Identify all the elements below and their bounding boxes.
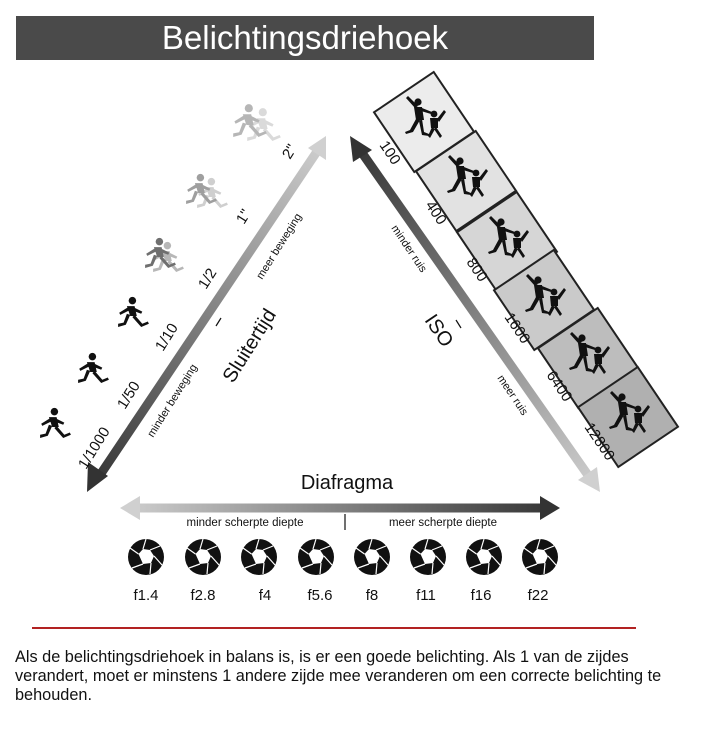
iso-axis-label: ISO — [420, 310, 458, 351]
iso-arrow — [350, 136, 600, 492]
f-stop-label: f2.8 — [190, 587, 215, 604]
aperture-icon — [353, 538, 391, 576]
f-stop-label: f16 — [471, 587, 492, 604]
aperture-icon — [297, 538, 335, 576]
iso-low-label: minder ruis — [389, 223, 430, 275]
aperture-low-label: minder scherpte diepte — [187, 517, 304, 529]
aperture-icon — [465, 538, 503, 576]
aperture-icons — [127, 538, 559, 576]
aperture-arrow — [120, 496, 560, 520]
walking-person-icon — [118, 296, 149, 327]
walking-person-icon — [78, 352, 109, 383]
aperture-icon — [184, 538, 222, 576]
f-stop-label: f4 — [259, 587, 272, 604]
f-stop-label: f5.6 — [307, 587, 332, 604]
f-stop-label: f22 — [528, 587, 549, 604]
shutter-speed-label: 1/50 — [114, 378, 144, 412]
title-banner: Belichtingsdriehoek — [16, 16, 594, 60]
divider-line — [32, 627, 636, 629]
page-title: Belichtingsdriehoek — [161, 19, 449, 56]
aperture-icon — [127, 538, 165, 576]
aperture-icon — [409, 538, 447, 576]
shutter-speed-label: 1/10 — [152, 320, 182, 354]
shutter-axis-label: Sluitertijd — [219, 305, 281, 386]
walking-person-icon — [40, 407, 71, 438]
shutter-speed-label: 1" — [233, 207, 255, 228]
aperture-icon — [240, 538, 278, 576]
exposure-triangle-diagram: 1/1000 1/50 1/10 1/2 1" 2" minder bewegi… — [40, 70, 680, 604]
iso-panel — [576, 365, 680, 469]
f-stop-label: f8 — [366, 587, 379, 604]
shutter-high-label: meer beweging — [254, 211, 304, 281]
iso-panel — [414, 129, 518, 233]
iso-panels — [372, 70, 680, 469]
aperture-axis-label: Diafragma — [301, 472, 394, 494]
caption-text: Als de belichtingsdriehoek in balans is,… — [15, 648, 662, 704]
blurred-person-icon — [145, 237, 184, 272]
f-stop-label: f11 — [416, 587, 436, 604]
aperture-high-label: meer scherpte diepte — [389, 517, 497, 529]
f-stop-label: f1.4 — [133, 587, 158, 604]
shutter-speed-label: 2" — [279, 142, 301, 163]
shutter-speed-label: 1/2 — [195, 265, 220, 292]
shutter-arrow — [87, 136, 326, 492]
blurred-person-icon — [186, 173, 228, 208]
aperture-icon — [521, 538, 559, 576]
blurred-person-icon — [233, 104, 281, 141]
